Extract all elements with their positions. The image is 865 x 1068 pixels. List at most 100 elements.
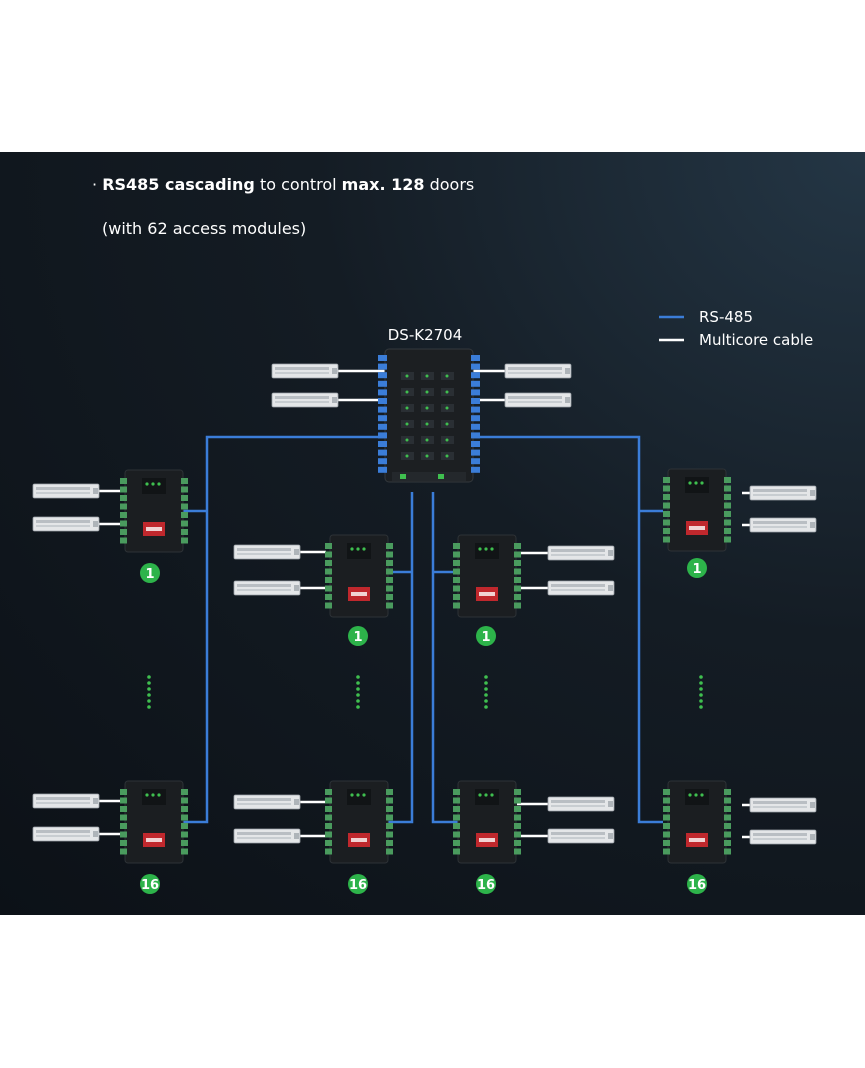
- lock-body: [271, 392, 339, 408]
- lock-body: [749, 485, 817, 501]
- terminal-block: [120, 789, 127, 795]
- lock-groove: [36, 830, 90, 833]
- controller-housing: [384, 348, 474, 483]
- badge-circle: [348, 626, 368, 646]
- terminal-block: [724, 806, 731, 812]
- terminal-block: [453, 814, 460, 821]
- lock-groove: [36, 525, 90, 527]
- status-led: [145, 793, 149, 797]
- terminal-block: [325, 551, 332, 558]
- terminal-block: [120, 478, 127, 484]
- terminal-block: [386, 831, 393, 838]
- terminal-block: [453, 602, 460, 609]
- controller-terminal: [378, 441, 387, 447]
- lock-body: [233, 544, 301, 560]
- terminal-block: [724, 511, 731, 517]
- terminal-block: [514, 560, 521, 566]
- status-panel: [475, 543, 499, 559]
- controller-terminal: [471, 423, 480, 430]
- main-controller-ds-k2704: [378, 348, 480, 483]
- terminal-block: [724, 494, 731, 500]
- ellipsis-dot: [356, 693, 360, 697]
- lock-bracket: [93, 521, 98, 527]
- terminal-block: [120, 512, 127, 518]
- lock-body: [233, 580, 301, 596]
- lock-bracket: [565, 368, 570, 374]
- badge-circle: [476, 874, 496, 894]
- ellipsis-dot: [147, 693, 151, 697]
- relay-led: [405, 406, 409, 410]
- terminal-block: [663, 848, 670, 855]
- lock-bracket: [810, 522, 815, 528]
- magnetic-lock: [547, 796, 615, 812]
- badge-number: 16: [477, 878, 495, 893]
- magnetic-lock: [547, 828, 615, 844]
- magnetic-lock: [749, 485, 817, 501]
- magnetic-lock: [271, 392, 339, 408]
- access-module: [663, 468, 731, 552]
- terminal-block: [325, 568, 332, 575]
- terminal-block: [453, 831, 460, 838]
- lock-bracket: [294, 585, 299, 591]
- controller-terminal: [471, 458, 480, 465]
- status-panel: [475, 789, 499, 805]
- relay-led: [425, 374, 429, 378]
- terminal-block: [181, 520, 188, 527]
- terminal-block: [514, 831, 521, 838]
- lock-groove: [237, 798, 291, 801]
- terminal-block: [514, 814, 521, 821]
- magnetic-lock: [233, 544, 301, 560]
- module-housing: [457, 780, 517, 864]
- lock-groove: [36, 802, 90, 804]
- status-led: [145, 482, 149, 486]
- relay-led: [445, 374, 449, 378]
- ellipsis-dot: [147, 687, 151, 691]
- lock-body: [271, 363, 339, 379]
- access-module: [120, 469, 188, 553]
- controller-terminal: [378, 406, 387, 413]
- lock-groove: [753, 494, 807, 496]
- status-panel: [685, 789, 709, 805]
- terminal-block: [120, 495, 127, 501]
- lock-bracket: [294, 833, 299, 839]
- terminal-block: [181, 823, 188, 829]
- rs485-trunk-center-right: [431, 492, 461, 824]
- terminal-block: [514, 585, 521, 592]
- terminal-block: [386, 823, 393, 829]
- terminal-block: [325, 602, 332, 609]
- lock-bracket: [294, 549, 299, 555]
- module-number-badge: 1: [140, 563, 160, 583]
- terminal-block: [453, 840, 460, 846]
- lock-groove: [36, 492, 90, 494]
- terminal-block: [663, 797, 670, 804]
- terminal-block: [724, 797, 731, 804]
- status-led: [688, 793, 692, 797]
- lock-groove: [237, 584, 291, 587]
- terminal-block: [120, 529, 127, 535]
- lock-groove: [551, 805, 605, 807]
- terminal-block: [386, 551, 393, 558]
- module-housing: [329, 780, 389, 864]
- terminal-block: [181, 840, 188, 846]
- ellipsis-dot: [484, 681, 488, 685]
- status-led: [157, 793, 161, 797]
- legend-label: Multicore cable: [699, 331, 813, 349]
- lock-bracket: [93, 798, 98, 804]
- magnetic-lock: [547, 580, 615, 596]
- lock-bracket: [294, 799, 299, 805]
- lock-body: [547, 580, 615, 596]
- status-panel: [142, 789, 166, 805]
- terminal-block: [453, 594, 460, 600]
- dip-switch-keys: [689, 838, 705, 842]
- controller-terminal: [378, 449, 387, 456]
- controller-led: [438, 474, 444, 479]
- relay-led: [425, 422, 429, 426]
- lock-groove: [551, 554, 605, 556]
- terminal-block: [453, 543, 460, 549]
- controller-terminal: [378, 432, 387, 439]
- lock-groove: [551, 589, 605, 591]
- magnetic-lock: [233, 794, 301, 810]
- controller-terminal: [378, 415, 387, 422]
- status-led: [362, 793, 366, 797]
- badge-number: 1: [353, 630, 362, 645]
